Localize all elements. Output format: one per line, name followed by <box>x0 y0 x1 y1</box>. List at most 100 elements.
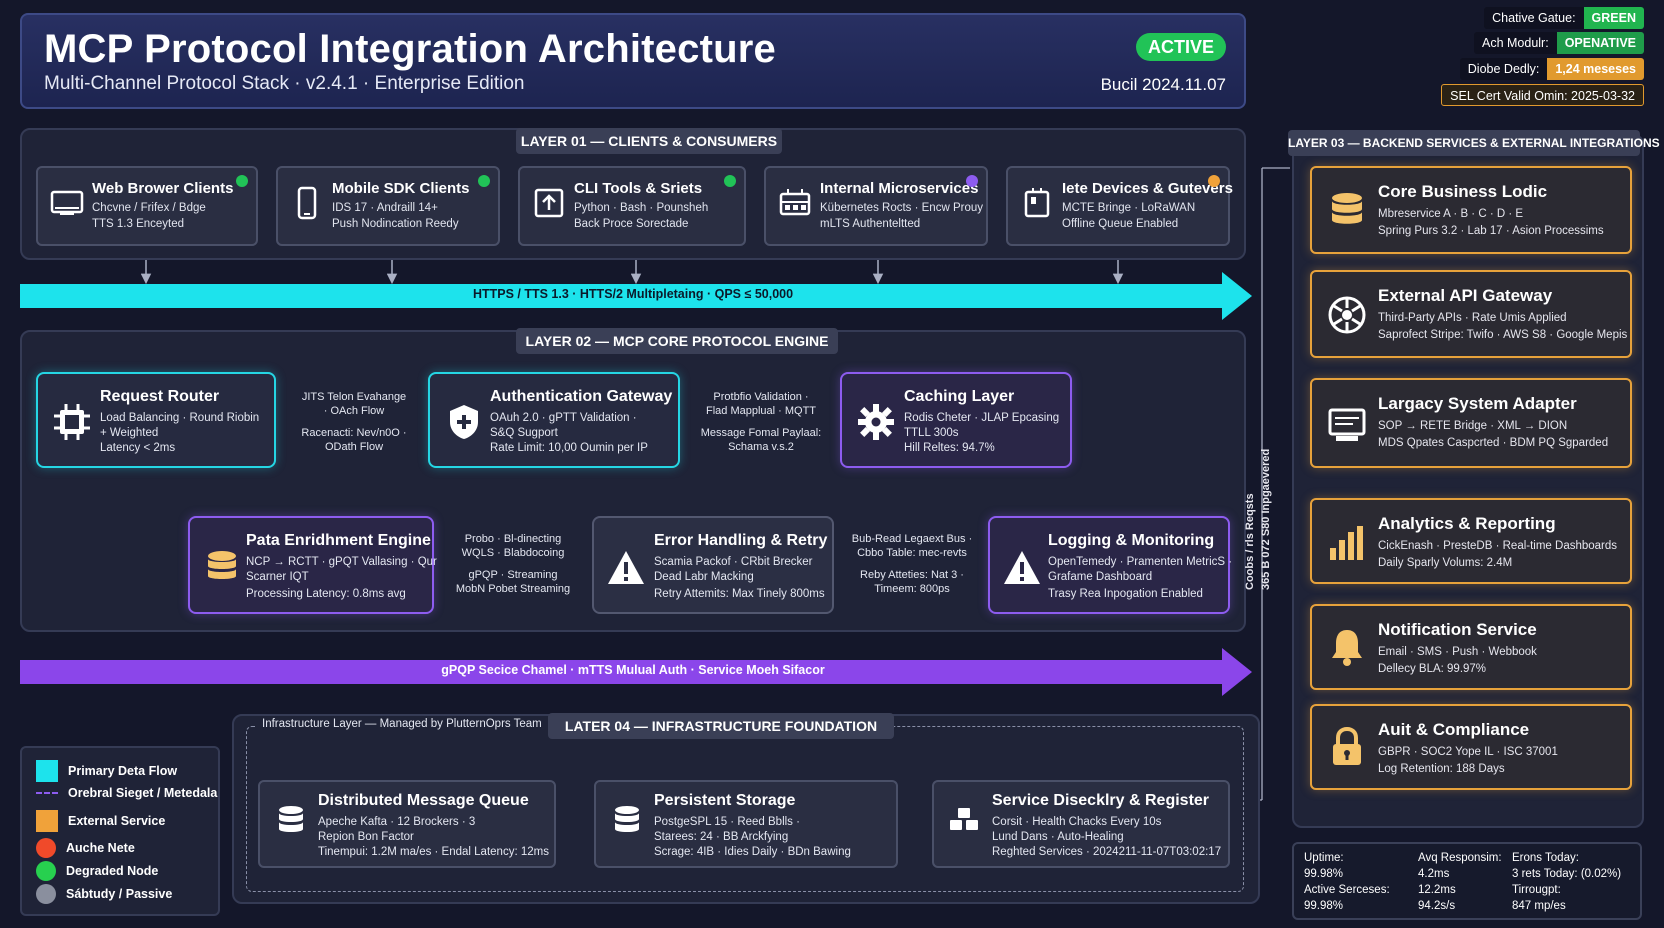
trunk-vertical-label: Coobs / rls Reqsts 365 B 072 S80 Inpgaev… <box>1244 448 1272 590</box>
auth-cache-connection-label: Protbfio Validation · Flad Mapplual · MQ… <box>700 391 822 453</box>
service-name: Auit & Compliance <box>1378 720 1530 739</box>
gear-icon <box>858 404 894 440</box>
service-card-analytics[interactable]: Analytics & Reporting CickEnash · Preste… <box>1310 498 1632 584</box>
box-title: Request Router <box>100 388 220 405</box>
authentication-gateway-box[interactable]: Authentication Gateway OAuh 2.0 · gPTT V… <box>428 372 680 468</box>
box-detail: S&Q Sugport <box>490 427 558 439</box>
terminal-upload-icon <box>534 188 564 218</box>
metrics-column-uptime: Uptime:99.98%Active Serceses:99.98% <box>1304 852 1390 912</box>
page-title: MCP Protocol Integration Architecture <box>44 27 776 71</box>
client-detail: Chcvne / Frifex / Bdge <box>92 202 206 214</box>
infra-box-message-queue[interactable]: Distributed Message Queue Apeche Kafta ·… <box>258 780 556 868</box>
layer-03-title: LAYER 03 — BACKEND SERVICES & EXTERNAL I… <box>1288 130 1660 156</box>
service-detail: Daily Sparly Volums: 2.4M <box>1378 557 1513 569</box>
box-detail: Latency < 2ms <box>100 442 176 454</box>
client-card-web[interactable]: Web Brower Clients Chcvne / Frifex / Bdg… <box>36 166 258 246</box>
client-detail: Kübernetes Rocts · Encw Prouy <box>820 202 983 214</box>
status-value: OPENATIVE <box>1556 32 1644 54</box>
box-detail: NCP → RCTT · gPQT Vallasing · Qur <box>246 556 437 568</box>
service-detail: Dellecy BLA: 99.97% <box>1378 663 1487 675</box>
infra-box-persistent-storage[interactable]: Persistent Storage PostgeSPL 15 · Reed B… <box>594 780 898 868</box>
shield-plus-icon <box>450 405 478 439</box>
microservices-icon <box>779 189 811 216</box>
cubes-icon <box>950 808 978 830</box>
box-title: Authentication Gateway <box>490 388 673 405</box>
client-detail: IDS 17 · Andraill 14+ <box>332 202 438 214</box>
bar-chart-icon <box>1330 526 1363 560</box>
client-detail: Back Proce Sorectade <box>574 218 689 230</box>
layer-02-title: LAYER 02 — MCP CORE PROTOCOL ENGINE <box>516 328 838 354</box>
box-detail: Retry Attemits: Max Tinely 800ms <box>654 588 825 600</box>
client-card-microservices[interactable]: Internal Microservices Kübernetes Rocts … <box>764 166 988 246</box>
client-detail: TTS 1.3 Enceyted <box>92 218 185 230</box>
service-detail: Mbreservice A · B · C · D · E <box>1378 208 1524 220</box>
mobile-phone-icon <box>297 186 317 220</box>
box-title: Distributed Message Queue <box>318 792 529 809</box>
service-card-audit-compliance[interactable]: Auit & Compliance GBPR · SOC2 Yope IL · … <box>1310 704 1632 790</box>
data-enrichment-engine-box[interactable]: Pata Enridhment Engine NCP → RCTT · gPQT… <box>188 516 437 614</box>
status-badge: ACTIVE <box>1136 33 1226 61</box>
database-icon <box>615 806 639 832</box>
legend-item-external-service: External Service <box>36 810 165 832</box>
secure-channel-band-label: gPQP Secice Chamel · mTTS Mulual Auth · … <box>441 663 825 677</box>
box-detail: Scamia Packof · CRbit Brecker <box>654 556 813 568</box>
client-detail: mLTS Authenteltted <box>820 218 921 230</box>
error-handling-box[interactable]: Error Handling & Retry Scamia Packof · C… <box>592 516 834 614</box>
status-dot <box>478 175 490 187</box>
box-title: Pata Enridhment Engine <box>246 532 431 549</box>
enrich-error-connection-label: Probo · Bl-dinecting WQLS · Blabdocoing … <box>455 533 571 595</box>
client-name: Mobile SDK Clients <box>332 180 470 197</box>
monitor-icon <box>50 190 84 215</box>
client-name: Web Brower Clients <box>92 180 234 197</box>
request-router-box[interactable]: Request Router Load Balancing · Round Ri… <box>36 372 276 468</box>
api-network-icon <box>1328 296 1366 334</box>
status-label: Diobe Dedly: <box>1459 58 1548 80</box>
service-detail: Email · SMS · Push · Webbook <box>1378 646 1537 658</box>
legend-swatch <box>36 810 58 832</box>
client-detail: Python · Bash · Pounsheh <box>574 202 709 214</box>
box-detail: Scrage: 4IB · Idies Daily · BDn Bawing <box>654 846 851 858</box>
client-name: Internal Microservices <box>820 180 979 197</box>
status-row-cert: SEL Cert Valid Omin: 2025-03-32 <box>1441 84 1644 106</box>
box-title: Caching Layer <box>904 388 1015 405</box>
client-card-mobile[interactable]: Mobile SDK Clients IDS 17 · Andraill 14+… <box>276 166 500 246</box>
box-detail: Dead Labr Macking <box>654 571 754 583</box>
box-detail: Rate Limit: 10,00 Oumin per IP <box>490 442 648 454</box>
box-detail: Starees: 24 · BB Arckfying <box>654 831 789 843</box>
legend-swatch <box>36 792 58 794</box>
service-detail: Log Retention: 188 Days <box>1378 763 1505 775</box>
box-detail: TTLL 300s <box>904 427 959 439</box>
legend-swatch <box>36 861 56 881</box>
client-card-iot[interactable]: Iete Devices & Gutevers MCTE Bringe · Lo… <box>1006 166 1233 246</box>
box-detail: PostgeSPL 15 · Reed Bblls · <box>654 816 800 828</box>
box-detail: Corsit · Health Chacks Every 10s <box>992 816 1162 828</box>
infra-box-service-discovery[interactable]: Service Disecklry & Register Corsit · He… <box>932 780 1230 868</box>
layer-01-title: LAYER 01 — CLIENTS & CONSUMERS <box>516 128 782 154</box>
client-detail: Push Nodincation Reedy <box>332 218 459 230</box>
layer-04-title: LATER 04 — INFRASTRUCTURE FOUNDATION <box>548 713 894 739</box>
status-label: Chative Gatue: <box>1484 7 1584 29</box>
box-detail: OAuh 2.0 · gPTT Validation · <box>490 412 637 424</box>
box-detail: Grafame Dashboard <box>1048 571 1153 583</box>
service-card-external-api[interactable]: External API Gateway Third-Party APIs · … <box>1310 270 1632 358</box>
logging-monitoring-box[interactable]: Logging & Monitoring OpenTemedy · Pramen… <box>988 516 1232 614</box>
service-detail: Third-Party APIs · Rate Umis Applied <box>1378 312 1567 324</box>
status-dot <box>236 175 248 187</box>
legend-panel: Primary Deta Flow Orebral Sieget / Meted… <box>20 746 220 916</box>
box-title: Logging & Monitoring <box>1048 532 1215 549</box>
client-card-cli[interactable]: CLI Tools & Sriets Python · Bash · Pouns… <box>518 166 746 246</box>
service-name: Notification Service <box>1378 620 1537 639</box>
service-name: Core Business Lodic <box>1378 182 1548 201</box>
service-card-notification[interactable]: Notification Service Email · SMS · Push … <box>1310 604 1632 690</box>
service-card-legacy-adapter[interactable]: Largacy System Adapter SOP → RETE Bridge… <box>1310 378 1632 468</box>
iot-device-icon <box>1024 188 1050 218</box>
padlock-icon <box>1333 726 1361 765</box>
legend-swatch <box>36 760 58 782</box>
router-auth-connection-label: JITS Telon Evahange · OAch Flow Racenact… <box>301 391 407 453</box>
box-detail: Trasy Rea Inpogation Enabled <box>1048 588 1203 600</box>
box-detail: Load Balancing · Round Riobin <box>100 412 260 424</box>
box-detail: Reghted Services · 2024211-11-07T03:02:1… <box>992 846 1222 858</box>
status-value: GREEN <box>1583 7 1644 29</box>
service-card-core-business[interactable]: Core Business Lodic Mbreservice A · B · … <box>1310 166 1632 254</box>
caching-layer-box[interactable]: Caching Layer Rodis Cheter · JLAP Epcasi… <box>840 372 1072 468</box>
